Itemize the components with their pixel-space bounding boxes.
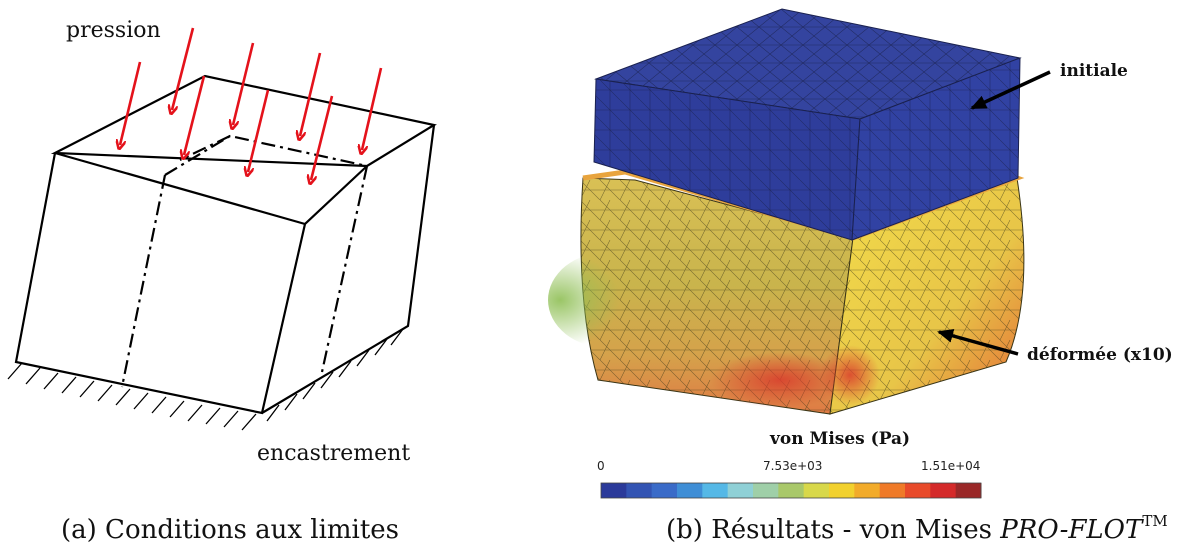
pressure-arrow (184, 75, 206, 155)
cube-outline (14, 74, 437, 415)
deformed-pointer-arrow (937, 329, 1019, 356)
fixed-support-hatching (7, 328, 404, 431)
colorbar-swatch (626, 483, 653, 498)
deformed-mesh (548, 169, 1025, 415)
boundary-conditions-diagram: pression encastrement (a) Conditions aux… (7, 18, 437, 545)
caption-b-trademark: TM (1142, 512, 1167, 530)
colorbar-swatch (803, 483, 830, 498)
pressure-arrow (172, 27, 195, 110)
colorbar-swatches (601, 483, 982, 498)
pressure-arrow (362, 67, 383, 150)
colorbar-swatch (829, 483, 855, 498)
von-mises-result: initiale déformée (x10) von Mises (Pa) 0… (548, 8, 1173, 545)
colorbar-min-label: 0 (597, 459, 605, 473)
colorbar-swatch (702, 483, 729, 498)
colorbar-swatch (905, 483, 931, 498)
colorbar-swatch (955, 483, 982, 498)
caption-a: (a) Conditions aux limites (61, 515, 399, 545)
colorbar-swatch (651, 483, 678, 498)
colorbar-swatch (930, 483, 957, 498)
colorbar-mid-label: 7.53e+03 (763, 459, 822, 473)
colorbar-swatch (727, 483, 754, 498)
colorbar-swatch (601, 483, 627, 498)
pressure-arrow (311, 95, 334, 180)
initial-label: initiale (1060, 61, 1128, 81)
caption-b-prefix: (b) Résultats - von Mises (666, 515, 1000, 545)
pressure-arrows (120, 27, 383, 180)
pressure-arrow (248, 89, 270, 172)
hidden-edges (120, 134, 369, 388)
caption-b: (b) Résultats - von Mises PRO-FLOTTM (666, 512, 1168, 545)
pressure-label: pression (66, 18, 161, 43)
colorbar-frame (600, 482, 982, 499)
caption-b-software: PRO-FLOT (999, 515, 1144, 545)
pressure-arrow (233, 42, 255, 125)
pressure-arrow (300, 52, 322, 136)
colorbar-swatch (854, 483, 881, 498)
colorbar-swatch (778, 483, 805, 498)
deformed-label: déformée (x10) (1027, 345, 1173, 365)
colorbar-swatch (879, 483, 906, 498)
initial-pointer-arrow (970, 70, 1051, 110)
colorbar-max-label: 1.51e+04 (921, 459, 980, 473)
colorbar-title: von Mises (Pa) (769, 429, 910, 449)
color-legend: von Mises (Pa) 0 7.53e+03 1.51e+04 (597, 429, 982, 499)
fixed-support-label: encastrement (257, 441, 410, 466)
colorbar-swatch (677, 483, 703, 498)
colorbar-swatch (753, 483, 779, 498)
pressure-arrow (120, 61, 142, 145)
